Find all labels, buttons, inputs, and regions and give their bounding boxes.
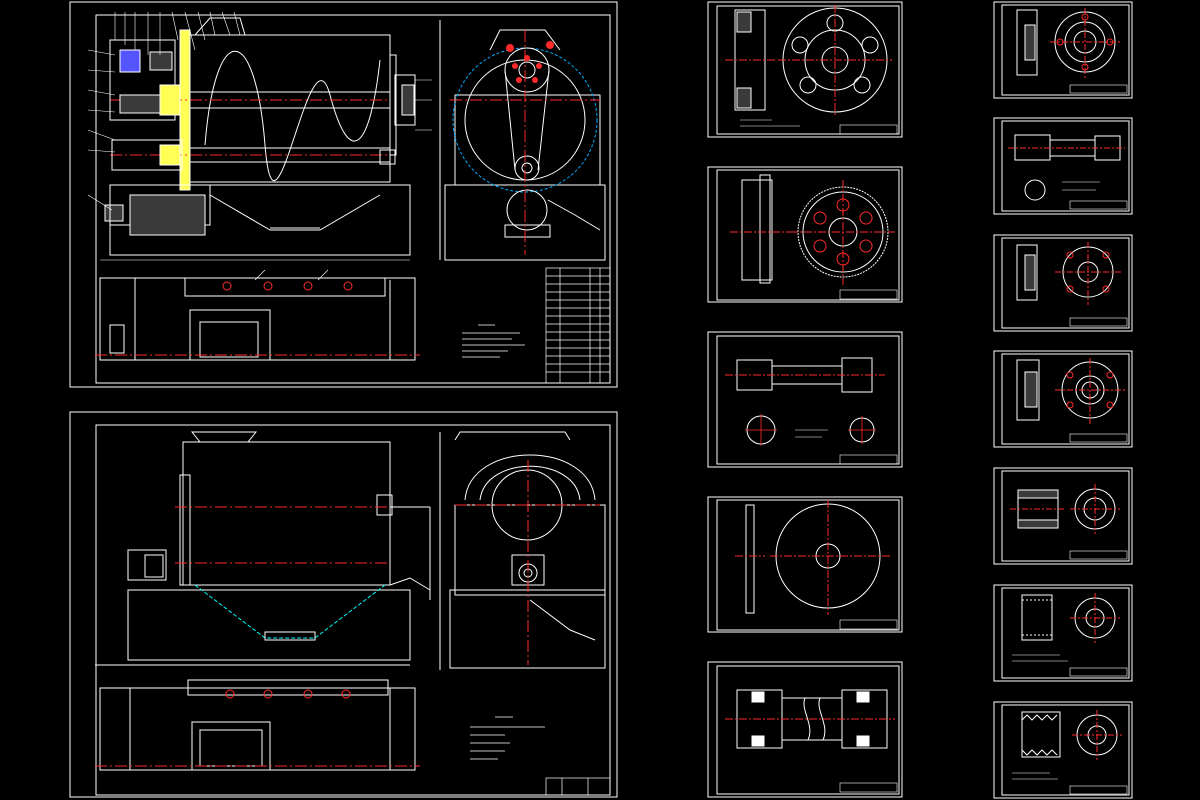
bearing-block-left bbox=[109, 39, 176, 121]
technical-notes-1 bbox=[462, 324, 525, 358]
sprocket-part-sheet bbox=[993, 701, 1133, 799]
plan-view-main bbox=[95, 269, 420, 361]
flange-disc-part-sheet bbox=[707, 1, 903, 138]
gear-disc-part-sheet bbox=[707, 166, 903, 303]
plate-part-sheet bbox=[707, 496, 903, 633]
coupling-part-sheet bbox=[707, 661, 903, 798]
general-assembly-sheet bbox=[69, 411, 618, 798]
sleeve-part-sheet bbox=[993, 467, 1133, 565]
shaft-small-part-sheet bbox=[993, 117, 1133, 215]
auger-spiral bbox=[204, 50, 381, 181]
side-view-main bbox=[439, 20, 606, 261]
shaft-part-sheet bbox=[707, 331, 903, 468]
hopper-outline bbox=[194, 584, 386, 639]
main-assembly-sheet bbox=[69, 1, 618, 388]
gear-small-part-sheet bbox=[993, 584, 1133, 682]
flange-bolt-part-sheet bbox=[993, 234, 1133, 332]
parts-list-table bbox=[545, 267, 611, 384]
flange-small-part-sheet bbox=[993, 1, 1133, 99]
flange-bearing-part-sheet bbox=[993, 350, 1133, 448]
